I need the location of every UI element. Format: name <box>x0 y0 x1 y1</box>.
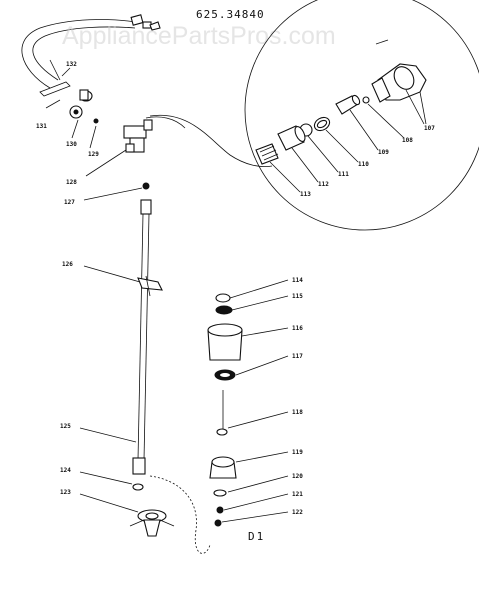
callout-123: 123 <box>60 489 71 496</box>
callout-127: 127 <box>64 199 75 206</box>
supply-tube <box>149 114 273 167</box>
callout-129: 129 <box>88 151 99 158</box>
callout-126: 126 <box>62 261 73 268</box>
leaders-left <box>45 67 143 513</box>
callout-109: 109 <box>378 149 389 156</box>
washer-part-129 <box>93 118 99 124</box>
callout-130: 130 <box>66 141 77 148</box>
wand-rod-125 <box>132 199 152 475</box>
model-number: 625.34840 <box>196 8 265 21</box>
callout-122: 122 <box>292 509 303 516</box>
callout-125: 125 <box>60 423 71 430</box>
nozzle-part-123 <box>129 509 175 537</box>
callout-116: 116 <box>292 325 303 332</box>
callout-108: 108 <box>402 137 413 144</box>
leaders-right <box>221 279 289 523</box>
right-stack-parts <box>207 293 243 527</box>
clamp-part-126 <box>137 275 163 297</box>
valve-assembly-128 <box>123 116 186 153</box>
callout-107: 107 <box>424 125 435 132</box>
callout-117: 117 <box>292 353 303 360</box>
callout-124: 124 <box>60 467 71 474</box>
top-fittings <box>130 14 161 31</box>
washer-part-127 <box>142 182 150 190</box>
callout-120: 120 <box>292 473 303 480</box>
callout-110: 110 <box>358 161 369 168</box>
hose-assembly <box>21 19 136 97</box>
detail-leaders <box>269 39 427 193</box>
callout-121: 121 <box>292 491 303 498</box>
watermark: AppliancePartsPros.com <box>62 22 336 50</box>
callout-112: 112 <box>318 181 329 188</box>
callout-118: 118 <box>292 409 303 416</box>
callout-113: 113 <box>300 191 311 198</box>
callout-119: 119 <box>292 449 303 456</box>
callout-128: 128 <box>66 179 77 186</box>
section-label: D1 <box>248 530 265 543</box>
callout-131: 131 <box>36 123 47 130</box>
callout-132: 132 <box>66 61 77 68</box>
callout-111: 111 <box>338 171 349 178</box>
detail-view-circle <box>244 0 479 231</box>
nut-part-130 <box>69 89 93 119</box>
washer-part-124 <box>132 483 144 491</box>
callout-115: 115 <box>292 293 303 300</box>
callout-114: 114 <box>292 277 303 284</box>
